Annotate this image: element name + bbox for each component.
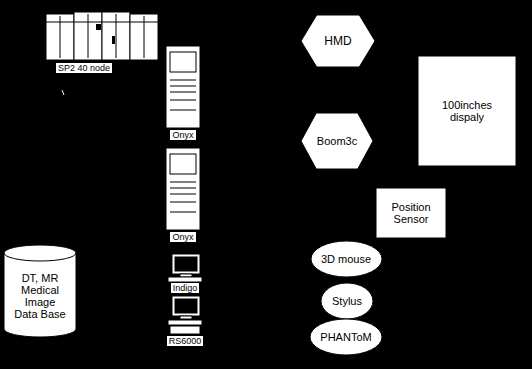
machine-label: Onyx xyxy=(170,232,195,242)
machine-label: RS6000 xyxy=(167,336,204,346)
input-device-ellipse: Stylus xyxy=(320,282,374,320)
input-device-ellipse: PHANToM xyxy=(309,318,383,356)
node-label: 100inches dispaly xyxy=(436,99,498,123)
node-label: PHANToM xyxy=(320,331,371,343)
node-label: HMD xyxy=(324,35,351,47)
device-box: Position Sensor xyxy=(376,188,446,238)
node-label: DT, MR Medical Image Data Base xyxy=(14,272,66,320)
node-label: Boom3c xyxy=(317,135,357,147)
input-device-ellipse: 3D mouse xyxy=(310,240,383,278)
device-hexagon: HMD xyxy=(300,14,376,68)
machine-label: Onyx xyxy=(170,130,195,140)
node-label: 3D mouse xyxy=(321,253,371,265)
node-label: Position Sensor xyxy=(381,201,441,225)
machine-label: SP2 40 node xyxy=(56,63,112,73)
database-cylinder: DT, MR Medical Image Data Base xyxy=(3,245,77,337)
node-label: Stylus xyxy=(332,295,362,307)
device-hexagon: Boom3c xyxy=(300,112,374,170)
device-box: 100inches dispaly xyxy=(418,56,516,166)
machine-label: Indigo xyxy=(171,283,200,293)
